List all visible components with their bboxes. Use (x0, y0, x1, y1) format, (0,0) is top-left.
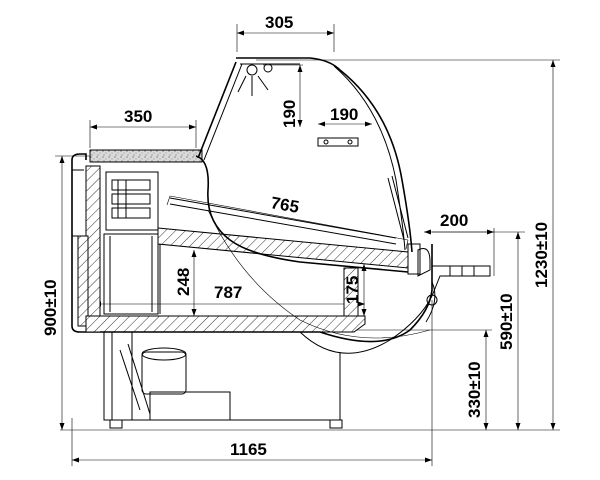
dim-top-shelf-depth: 350 (124, 107, 152, 126)
dim-front-shelf: 200 (440, 211, 468, 230)
dim-light-height: 190 (280, 100, 299, 128)
dim-front-step: 175 (343, 276, 362, 304)
top-shelf (89, 149, 203, 163)
lamp-icon (246, 64, 258, 76)
dim-front-height: 590±10 (497, 293, 516, 350)
light-bar (317, 137, 359, 147)
dim-canopy-depth: 305 (265, 13, 293, 32)
dim-well-depth: 248 (174, 268, 193, 296)
dim-counter-height: 900±10 (41, 279, 60, 336)
dim-total-height: 1230±10 (532, 222, 551, 288)
dim-floor-depth: 787 (214, 283, 242, 302)
dim-display-depth: 765 (269, 193, 300, 217)
dim-light-offset: 190 (330, 105, 358, 124)
dim-base-height: 330±10 (465, 361, 484, 418)
cabinet-body (71, 149, 491, 429)
dim-total-width: 1165 (230, 440, 267, 459)
canopy-glass (169, 57, 431, 339)
dimension-labels: 305 350 190 190 765 200 248 787 175 900±… (41, 13, 551, 459)
